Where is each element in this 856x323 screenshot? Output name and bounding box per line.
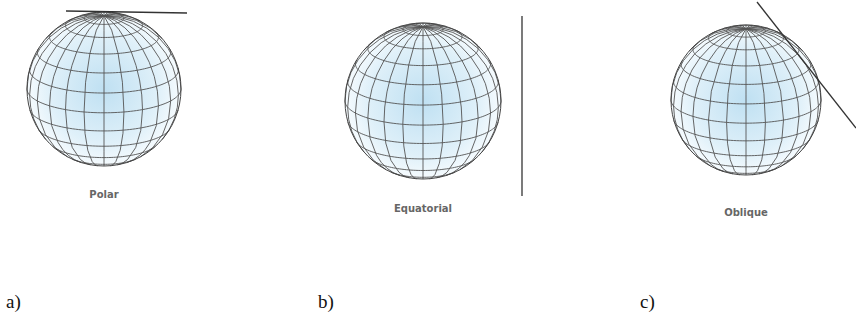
projection-label: Oblique: [724, 207, 768, 218]
globe-disc: [671, 25, 821, 175]
projection-label: Polar: [89, 189, 118, 200]
globe-outline: [27, 12, 181, 166]
globe: [671, 25, 821, 175]
graticule: [27, 12, 181, 166]
globe-outline: [345, 23, 501, 179]
globe-disc: [345, 23, 501, 179]
globe: [345, 23, 501, 179]
panel-letter: c): [640, 291, 655, 313]
globe-outline: [671, 25, 821, 175]
projection-label: Equatorial: [394, 203, 452, 214]
graticule: [345, 23, 501, 179]
equatorial-tangent-line: [521, 16, 522, 196]
polar-tangent-line: [66, 11, 187, 13]
graticule: [671, 25, 821, 175]
oblique-tangent-line: [757, 2, 856, 128]
globe-disc: [27, 12, 181, 166]
panel-letter: a): [6, 291, 21, 313]
globe: [27, 12, 181, 166]
panel-letter: b): [318, 291, 334, 313]
